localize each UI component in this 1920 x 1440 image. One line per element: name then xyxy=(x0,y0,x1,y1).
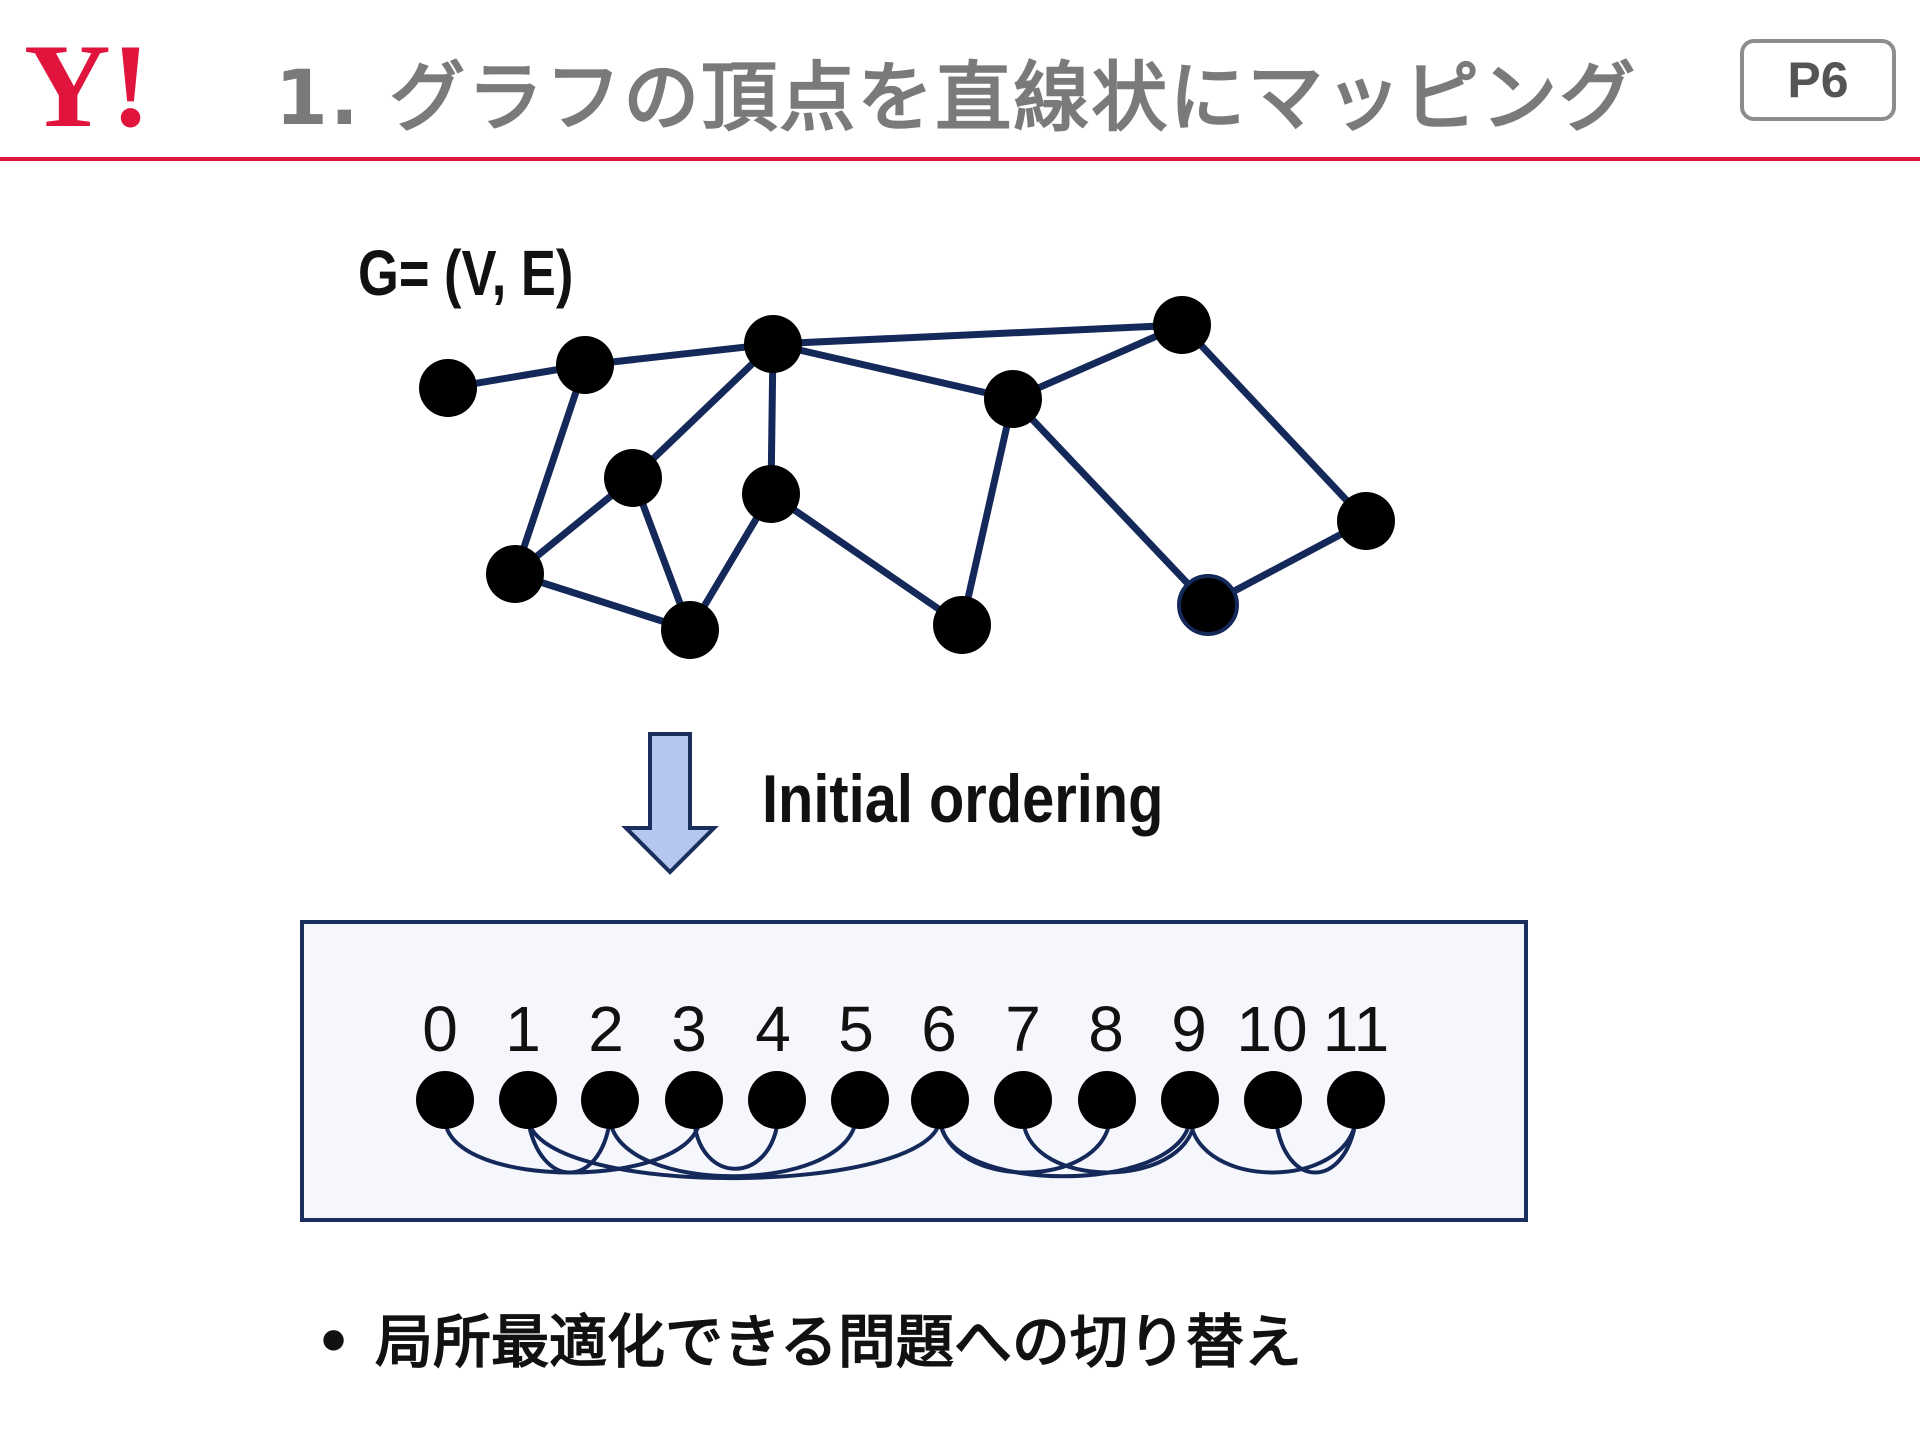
graph-node xyxy=(486,545,544,603)
index-label-1: 1 xyxy=(505,993,541,1065)
graph-node xyxy=(419,359,477,417)
ordering-node xyxy=(748,1071,806,1129)
index-label-9: 9 xyxy=(1171,993,1207,1065)
graph-edge xyxy=(1010,396,1211,608)
ordering-node xyxy=(831,1071,889,1129)
index-label-7: 7 xyxy=(1005,993,1041,1065)
graph-node xyxy=(661,601,719,659)
ordering-node xyxy=(416,1071,474,1129)
ordering-node xyxy=(911,1071,969,1129)
ordering-node xyxy=(1078,1071,1136,1129)
graph-node xyxy=(556,336,614,394)
graph-edge xyxy=(513,570,692,634)
yahoo-logo: Y! xyxy=(24,24,151,142)
ordering-node xyxy=(499,1071,557,1129)
ordering-arc xyxy=(1274,1119,1358,1175)
graph-edge xyxy=(958,398,1017,626)
bullet-text: 局所最適化できる問題への切り替え xyxy=(375,1308,1302,1376)
bullet-item: • 局所最適化できる問題への切り替え xyxy=(315,1295,1302,1379)
graph-node xyxy=(742,465,800,523)
graph-edge xyxy=(772,321,1183,348)
ordering-arc xyxy=(526,1119,612,1175)
index-label-10: 10 xyxy=(1236,993,1308,1065)
graph-diagram xyxy=(419,296,1395,659)
ordering-node xyxy=(994,1071,1052,1129)
index-label-2: 2 xyxy=(588,993,624,1065)
logo-text: Y! xyxy=(24,24,151,142)
graph-edge xyxy=(1011,321,1184,403)
graph-edge xyxy=(584,340,774,369)
graph-node xyxy=(1153,296,1211,354)
index-label-6: 6 xyxy=(921,993,957,1065)
index-label-5: 5 xyxy=(838,993,874,1065)
bullet-marker: • xyxy=(315,1308,353,1376)
ordering-node xyxy=(1244,1071,1302,1129)
initial-ordering-label: Initial ordering xyxy=(762,761,1164,837)
graph-node xyxy=(744,315,802,373)
graph-node xyxy=(1337,492,1395,550)
header-rule xyxy=(0,157,1920,161)
page-number-badge: P6 xyxy=(1740,39,1896,121)
page-number: P6 xyxy=(1787,52,1849,108)
ordering-arc xyxy=(608,1119,858,1179)
index-label-11: 11 xyxy=(1322,993,1390,1065)
graph-label: G= (V, E) xyxy=(358,237,574,309)
index-label-0: 0 xyxy=(422,993,458,1065)
ordering-arc xyxy=(692,1119,780,1171)
ordering-node xyxy=(665,1071,723,1129)
graph-edge xyxy=(1179,322,1369,524)
page-title: 1. グラフの頂点を直線状にマッピング xyxy=(275,53,1638,142)
ordering-arc xyxy=(938,1119,1192,1179)
ordering-nodes xyxy=(416,1071,1385,1129)
graph-edge xyxy=(511,363,589,576)
index-label-3: 3 xyxy=(671,993,707,1065)
graph-node xyxy=(984,370,1042,428)
graph-nodes xyxy=(419,296,1395,659)
graph-edge xyxy=(769,491,964,628)
graph-edge xyxy=(772,340,1014,403)
index-label-8: 8 xyxy=(1088,993,1124,1065)
ordering-arc xyxy=(1188,1119,1358,1175)
ordering-node xyxy=(1161,1071,1219,1129)
ordering-node xyxy=(581,1071,639,1129)
graph-node xyxy=(604,449,662,507)
graph-node xyxy=(1177,574,1239,636)
ordering-arcs xyxy=(443,1119,1358,1181)
ordering-node xyxy=(1327,1071,1385,1129)
graph-edge xyxy=(630,341,776,481)
ordering-arc xyxy=(1021,1119,1197,1175)
graph-node xyxy=(933,596,991,654)
down-arrow-icon xyxy=(621,732,719,875)
index-label-4: 4 xyxy=(755,993,791,1065)
